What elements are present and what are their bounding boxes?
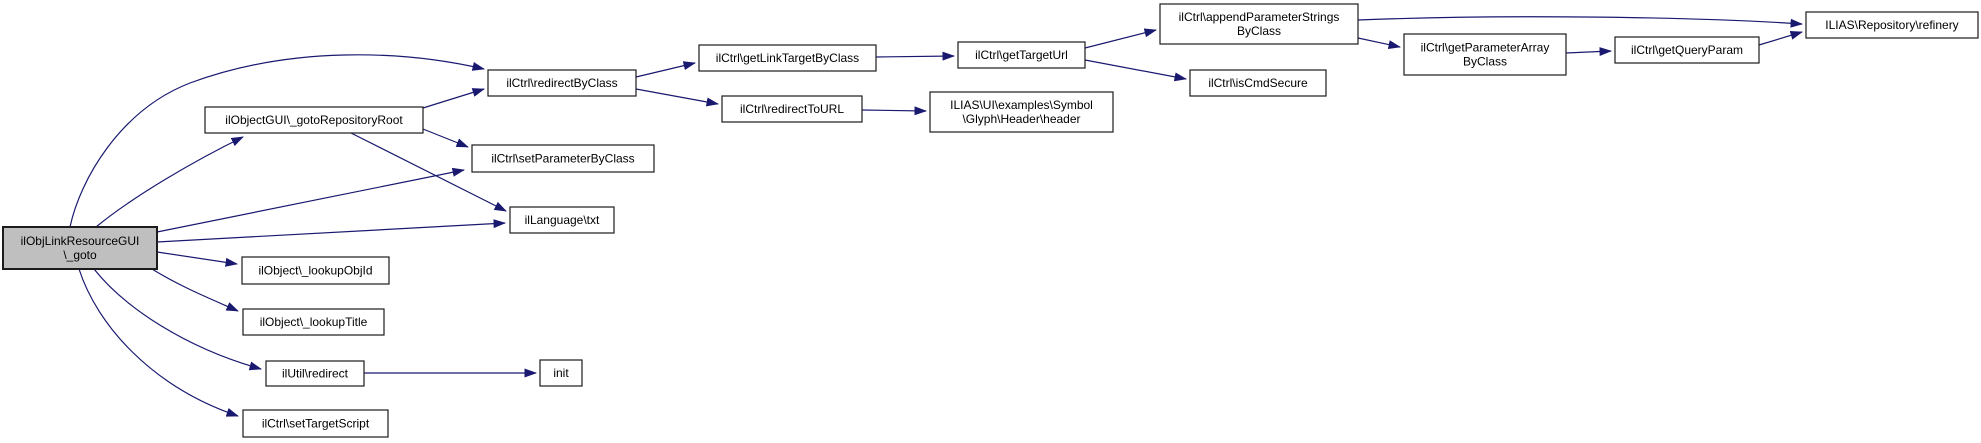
node-box-lookup-obj-id[interactable] [241,256,390,285]
node-label-get-link-target-by-class[interactable]: ilCtrl\getLinkTargetByClass [716,51,859,65]
node-box-get-parameter-array[interactable] [1403,33,1567,76]
node-box-redirect-to-url[interactable] [721,95,863,123]
node-label-util-redirect[interactable]: ilUtil\redirect [282,367,349,381]
node-box-redirect-by-class[interactable] [487,69,637,97]
edge-goto-to-util-redirect [93,268,262,371]
node-label-get-parameter-array-line2[interactable]: ByClass [1463,55,1507,69]
node-language-txt[interactable]: ilLanguage\txt [509,206,615,234]
node-box-set-target-script[interactable] [242,409,389,438]
node-label-language-txt[interactable]: ilLanguage\txt [525,213,600,227]
edge-goto-repository-root-to-language-txt [350,132,507,212]
node-box-glyph-header[interactable] [929,91,1114,133]
edge-get-parameter-array-to-get-query-param [1565,47,1612,57]
node-label-get-query-param[interactable]: ilCtrl\getQueryParam [1631,43,1743,57]
node-redirect-to-url[interactable]: ilCtrl\redirectToURL [721,95,863,123]
edge-append-parameter-strings-to-refinery [1357,16,1803,28]
node-label-get-target-url[interactable]: ilCtrl\getTargetUrl [975,48,1068,62]
node-label-glyph-header-line2[interactable]: \Glyph\Header\header [962,112,1080,126]
edge-redirect-by-class-to-redirect-to-url [635,88,719,107]
edge-goto-to-redirect-by-class [69,54,485,228]
node-label-refinery[interactable]: ILIAS\Repository\refinery [1825,18,1958,32]
node-box-refinery[interactable] [1805,11,1979,39]
node-box-goto-repository-root[interactable] [204,106,424,134]
node-label-goto-line2[interactable]: \_goto [63,248,97,262]
edge-goto-repository-root-to-redirect-by-class [422,88,485,109]
edge-goto-repository-root-to-set-parameter-by-class [422,128,469,148]
node-util-redirect[interactable]: ilUtil\redirect [265,360,365,387]
node-box-util-redirect[interactable] [265,360,365,387]
node-label-lookup-title[interactable]: ilObject\_lookupTitle [260,315,368,329]
node-label-redirect-by-class[interactable]: ilCtrl\redirectByClass [506,76,617,90]
node-box-is-cmd-secure[interactable] [1189,69,1327,97]
node-glyph-header[interactable]: ILIAS\UI\examples\Symbol\Glyph\Header\he… [929,91,1114,133]
node-box-language-txt[interactable] [509,206,615,234]
node-goto[interactable]: ilObjLinkResourceGUI\_goto [2,226,158,270]
edge-get-target-url-to-is-cmd-secure [1084,59,1187,82]
node-label-goto-line1[interactable]: ilObjLinkResourceGUI [21,234,140,248]
node-label-init[interactable]: init [553,366,569,380]
node-get-target-url[interactable]: ilCtrl\getTargetUrl [957,41,1086,69]
edge-goto-to-language-txt [156,219,506,243]
nodes-layer: ilObjLinkResourceGUI\_goto ilObjectGUI\_g… [2,3,1979,438]
node-label-redirect-to-url[interactable]: ilCtrl\redirectToURL [740,102,844,116]
edge-goto-to-set-target-script [78,268,239,417]
edge-get-query-param-to-refinery [1758,31,1803,46]
node-box-get-query-param[interactable] [1614,36,1760,64]
edge-get-link-target-by-class-to-get-target-url [875,51,955,61]
node-set-target-script[interactable]: ilCtrl\setTargetScript [242,409,389,438]
node-label-glyph-header-line1[interactable]: ILIAS\UI\examples\Symbol [950,98,1093,112]
edge-append-parameter-strings-to-get-parameter-array [1357,37,1401,49]
edge-get-target-url-to-append-parameter-strings [1084,28,1157,49]
node-label-lookup-obj-id[interactable]: ilObject\_lookupObjId [258,264,372,278]
node-label-append-parameter-strings-line1[interactable]: ilCtrl\appendParameterStrings [1179,10,1340,24]
node-is-cmd-secure[interactable]: ilCtrl\isCmdSecure [1189,69,1327,97]
node-box-append-parameter-strings[interactable] [1159,3,1359,45]
node-label-set-parameter-by-class[interactable]: ilCtrl\setParameterByClass [491,152,634,166]
node-get-query-param[interactable]: ilCtrl\getQueryParam [1614,36,1760,64]
node-box-set-parameter-by-class[interactable] [471,144,655,173]
node-lookup-obj-id[interactable]: ilObject\_lookupObjId [241,256,390,285]
node-refinery[interactable]: ILIAS\Repository\refinery [1805,11,1979,39]
edge-goto-to-goto-repository-root [95,136,244,228]
edge-goto-to-lookup-obj-id [156,251,238,267]
node-get-link-target-by-class[interactable]: ilCtrl\getLinkTargetByClass [698,44,877,72]
edge-goto-to-lookup-title [151,268,239,312]
node-redirect-by-class[interactable]: ilCtrl\redirectByClass [487,69,637,97]
node-label-set-target-script[interactable]: ilCtrl\setTargetScript [262,417,370,431]
edges-layer [69,16,1803,417]
node-label-get-parameter-array-line1[interactable]: ilCtrl\getParameterArray [1421,41,1550,55]
node-init[interactable]: init [539,359,583,387]
node-set-parameter-by-class[interactable]: ilCtrl\setParameterByClass [471,144,655,173]
node-label-is-cmd-secure[interactable]: ilCtrl\isCmdSecure [1208,76,1308,90]
node-label-goto-repository-root[interactable]: ilObjectGUI\_gotoRepositoryRoot [225,113,403,127]
edge-redirect-to-url-to-glyph-header [861,106,927,116]
node-box-goto[interactable] [2,226,158,270]
node-box-get-link-target-by-class[interactable] [698,44,877,72]
node-lookup-title[interactable]: ilObject\_lookupTitle [242,308,385,336]
node-label-append-parameter-strings-line2[interactable]: ByClass [1237,24,1281,38]
node-box-init[interactable] [539,359,583,387]
edge-goto-to-set-parameter-by-class [156,167,465,233]
node-box-lookup-title[interactable] [242,308,385,336]
edge-redirect-by-class-to-get-link-target-by-class [635,61,696,78]
node-goto-repository-root[interactable]: ilObjectGUI\_gotoRepositoryRoot [204,106,424,134]
node-box-get-target-url[interactable] [957,41,1086,69]
